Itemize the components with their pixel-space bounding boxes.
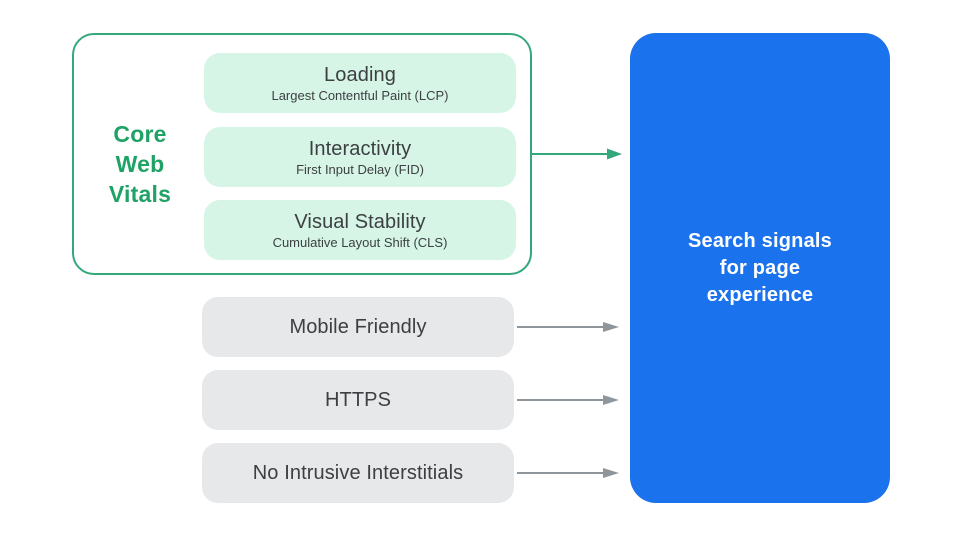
mobile-friendly-arrow — [517, 322, 619, 332]
core-web-vitals-label-line: Web — [115, 151, 165, 177]
search-signals-label: Search signals for page experience — [688, 228, 832, 309]
metric-subtitle: Cumulative Layout Shift (CLS) — [272, 234, 448, 250]
search-signals-label-line: for page — [719, 256, 801, 279]
metric-pill-visual-stability: Visual Stability Cumulative Layout Shift… — [204, 200, 516, 260]
core-web-vitals-label-line: Core — [113, 121, 167, 147]
core-web-vitals-label: Core Web Vitals — [84, 119, 196, 209]
core-web-vitals-arrow — [532, 148, 622, 160]
metric-subtitle: First Input Delay (FID) — [296, 161, 424, 177]
https-arrow — [517, 395, 619, 405]
signal-label: Mobile Friendly — [289, 316, 427, 338]
search-signals-box: Search signals for page experience — [630, 33, 890, 503]
metric-pill-interactivity: Interactivity First Input Delay (FID) — [204, 127, 516, 187]
signal-pill-no-intrusive-interstitials: No Intrusive Interstitials — [202, 443, 514, 503]
signal-label: HTTPS — [324, 389, 392, 411]
metric-title: Visual Stability — [294, 210, 426, 233]
core-web-vitals-label-line: Vitals — [108, 181, 172, 207]
signal-pill-https: HTTPS — [202, 370, 514, 430]
no-intrusive-interstitials-arrow — [517, 468, 619, 478]
search-signals-label-line: experience — [706, 283, 814, 306]
metric-subtitle: Largest Contentful Paint (LCP) — [271, 87, 449, 103]
search-signals-label-line: Search signals — [688, 229, 832, 252]
metric-title: Loading — [324, 63, 396, 86]
signal-label: No Intrusive Interstitials — [252, 462, 464, 484]
metric-title: Interactivity — [308, 137, 412, 160]
core-web-vitals-group: Core Web Vitals Loading Largest Contentf… — [72, 33, 532, 275]
metric-pill-loading: Loading Largest Contentful Paint (LCP) — [204, 53, 516, 113]
signal-pill-mobile-friendly: Mobile Friendly — [202, 297, 514, 357]
